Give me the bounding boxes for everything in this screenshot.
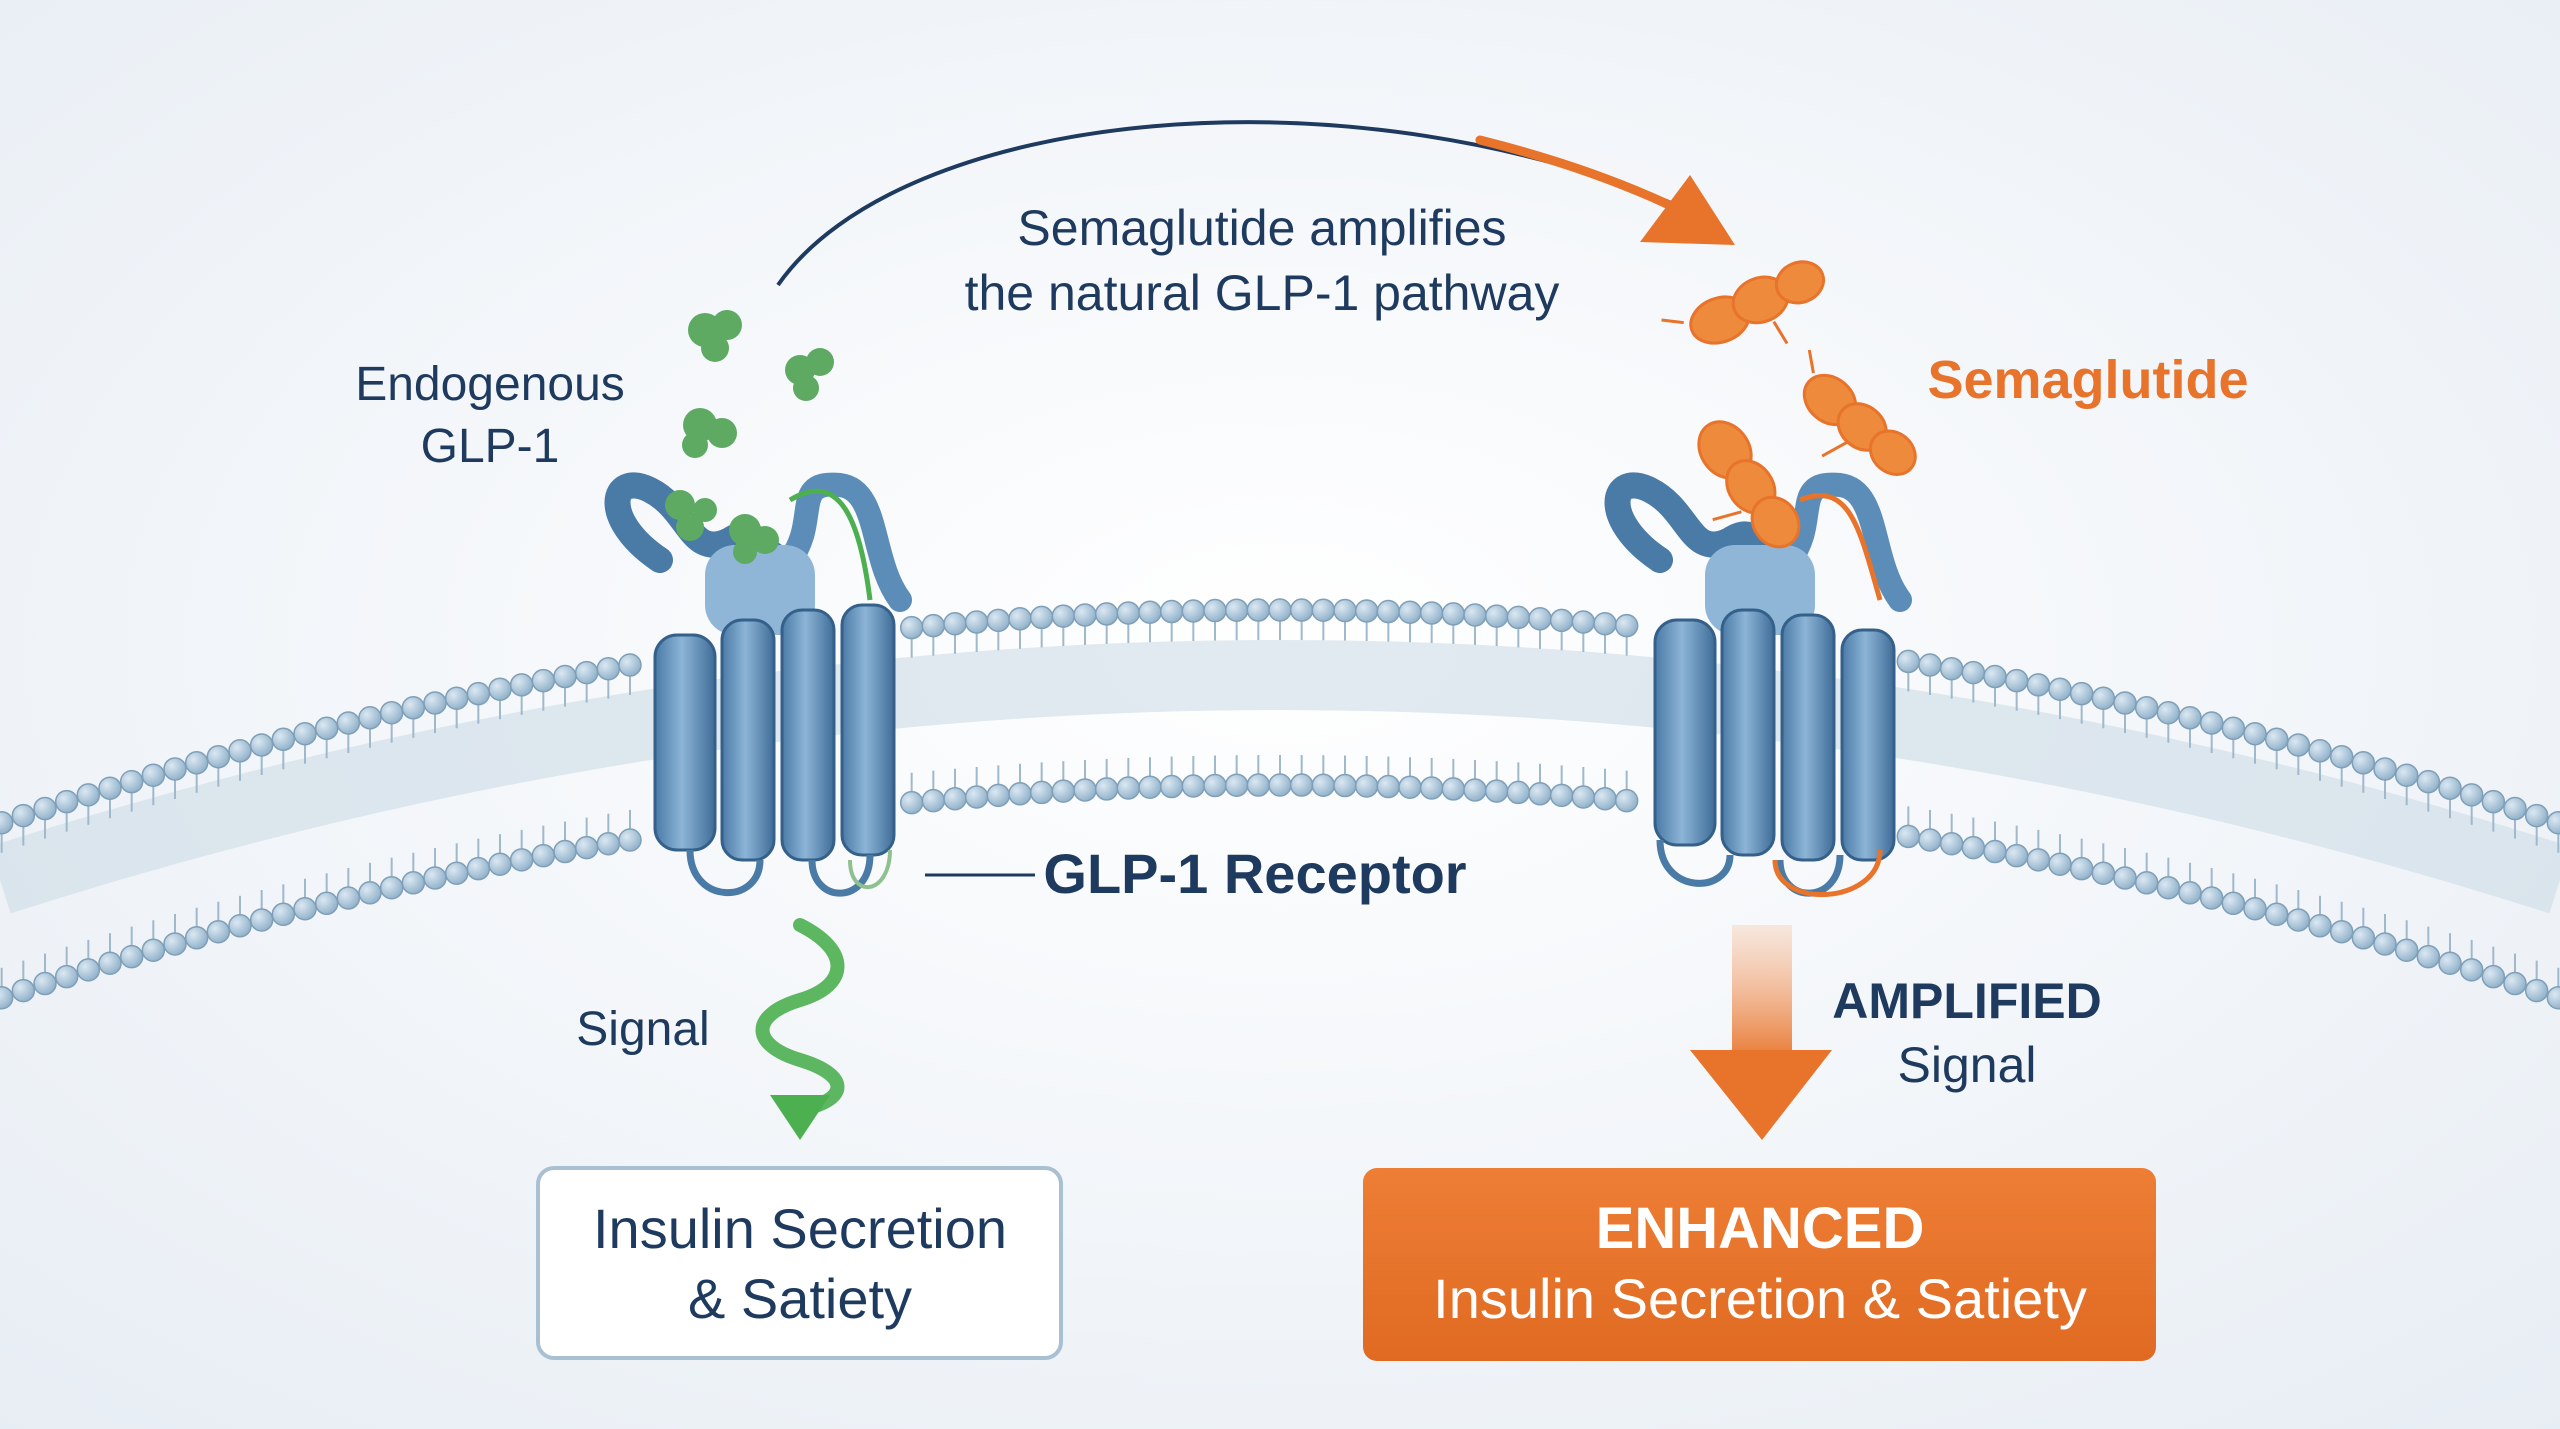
endogenous-label-line1: Endogenous: [355, 358, 625, 411]
lipid-heads-upper: [0, 598, 2560, 853]
semaglutide-label: Semaglutide: [1927, 350, 2248, 410]
transmembrane-helices-right: [1653, 608, 1896, 898]
signal-label-left: Signal: [576, 1003, 709, 1056]
endogenous-label-line2: GLP-1: [421, 420, 560, 473]
amplified-label: AMPLIFIED: [1832, 973, 2101, 1029]
semaglutide-molecule-icon: [1802, 349, 1917, 476]
glp1-molecule-icon: [682, 408, 737, 458]
outcome-left-line1: Insulin Secretion: [593, 1197, 1007, 1260]
glp1-receptor-right: [1604, 472, 1912, 898]
transmembrane-helices-left: [653, 603, 896, 897]
arrow-head-icon: [1640, 175, 1735, 245]
glp1-receptor-left: [604, 472, 912, 897]
glp1-molecule-icon: [665, 490, 717, 541]
amplified-arrow-right: [1690, 925, 1832, 1140]
arrow-caption-line2: the natural GLP-1 pathway: [965, 265, 1560, 321]
signal-squiggle-left: [755, 918, 845, 1140]
semaglutide-molecule-icon: [1697, 420, 1801, 549]
endogenous-glp1-molecules: [665, 310, 834, 564]
semaglutide-molecule-icon: [1661, 260, 1826, 345]
glp1-molecule-icon: [688, 310, 742, 362]
down-arrow-icon: [770, 1095, 830, 1140]
glp1-molecule-icon: [729, 514, 779, 564]
outcome-box-left: Insulin Secretion & Satiety: [536, 1166, 1063, 1360]
outcome-right-line2: Insulin Secretion & Satiety: [1433, 1267, 2087, 1330]
signal-label-right: Signal: [1898, 1037, 2037, 1093]
pathway-arrow: [776, 120, 1735, 287]
semaglutide-molecules: [1661, 260, 1917, 549]
outcome-left-line2: & Satiety: [688, 1267, 912, 1330]
outcome-right-line1: ENHANCED: [1596, 1196, 1925, 1261]
down-arrow-icon: [1690, 1050, 1832, 1140]
outcome-box-right: ENHANCED Insulin Secretion & Satiety: [1363, 1168, 2156, 1361]
receptor-label: GLP-1 Receptor: [1043, 842, 1466, 905]
lipid-heads-lower: [0, 755, 2560, 1010]
arrow-caption-line1: Semaglutide amplifies: [1017, 200, 1506, 256]
glp1-molecule-icon: [785, 348, 834, 401]
cell-membrane: [0, 598, 2560, 1010]
